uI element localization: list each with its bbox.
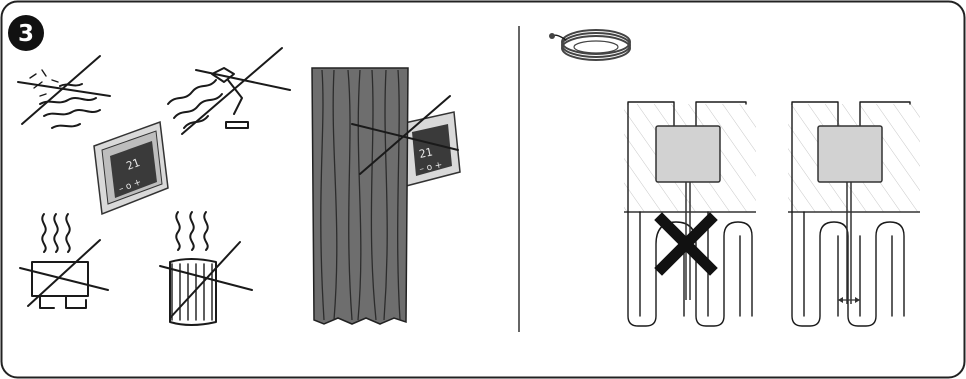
thermostat-behind-curtain: 21 – o + <box>399 111 461 187</box>
no-radiator-icon <box>159 211 253 326</box>
thermostat-display: 21 <box>125 156 142 173</box>
sensor-cable-coil-icon <box>549 29 631 61</box>
step-number: 3 <box>18 21 34 47</box>
curtain-icon <box>311 67 459 325</box>
spacing-arrow-icon <box>838 297 860 303</box>
wrong-x-mark <box>654 212 718 276</box>
svg-text:– o +: – o + <box>419 160 444 175</box>
svg-text:21: 21 <box>418 145 434 160</box>
floor-sensor-wrong-icon <box>624 101 756 327</box>
thermostat-screen <box>110 141 157 198</box>
no-sunlight-icon <box>167 47 291 135</box>
thermostat-device: 21 – o + <box>93 120 169 216</box>
floor-sensor-correct-icon <box>788 101 920 327</box>
step-badge-icon: 3 <box>8 15 44 51</box>
no-heat-above-icon <box>19 213 109 309</box>
no-draft-icon <box>17 55 111 129</box>
